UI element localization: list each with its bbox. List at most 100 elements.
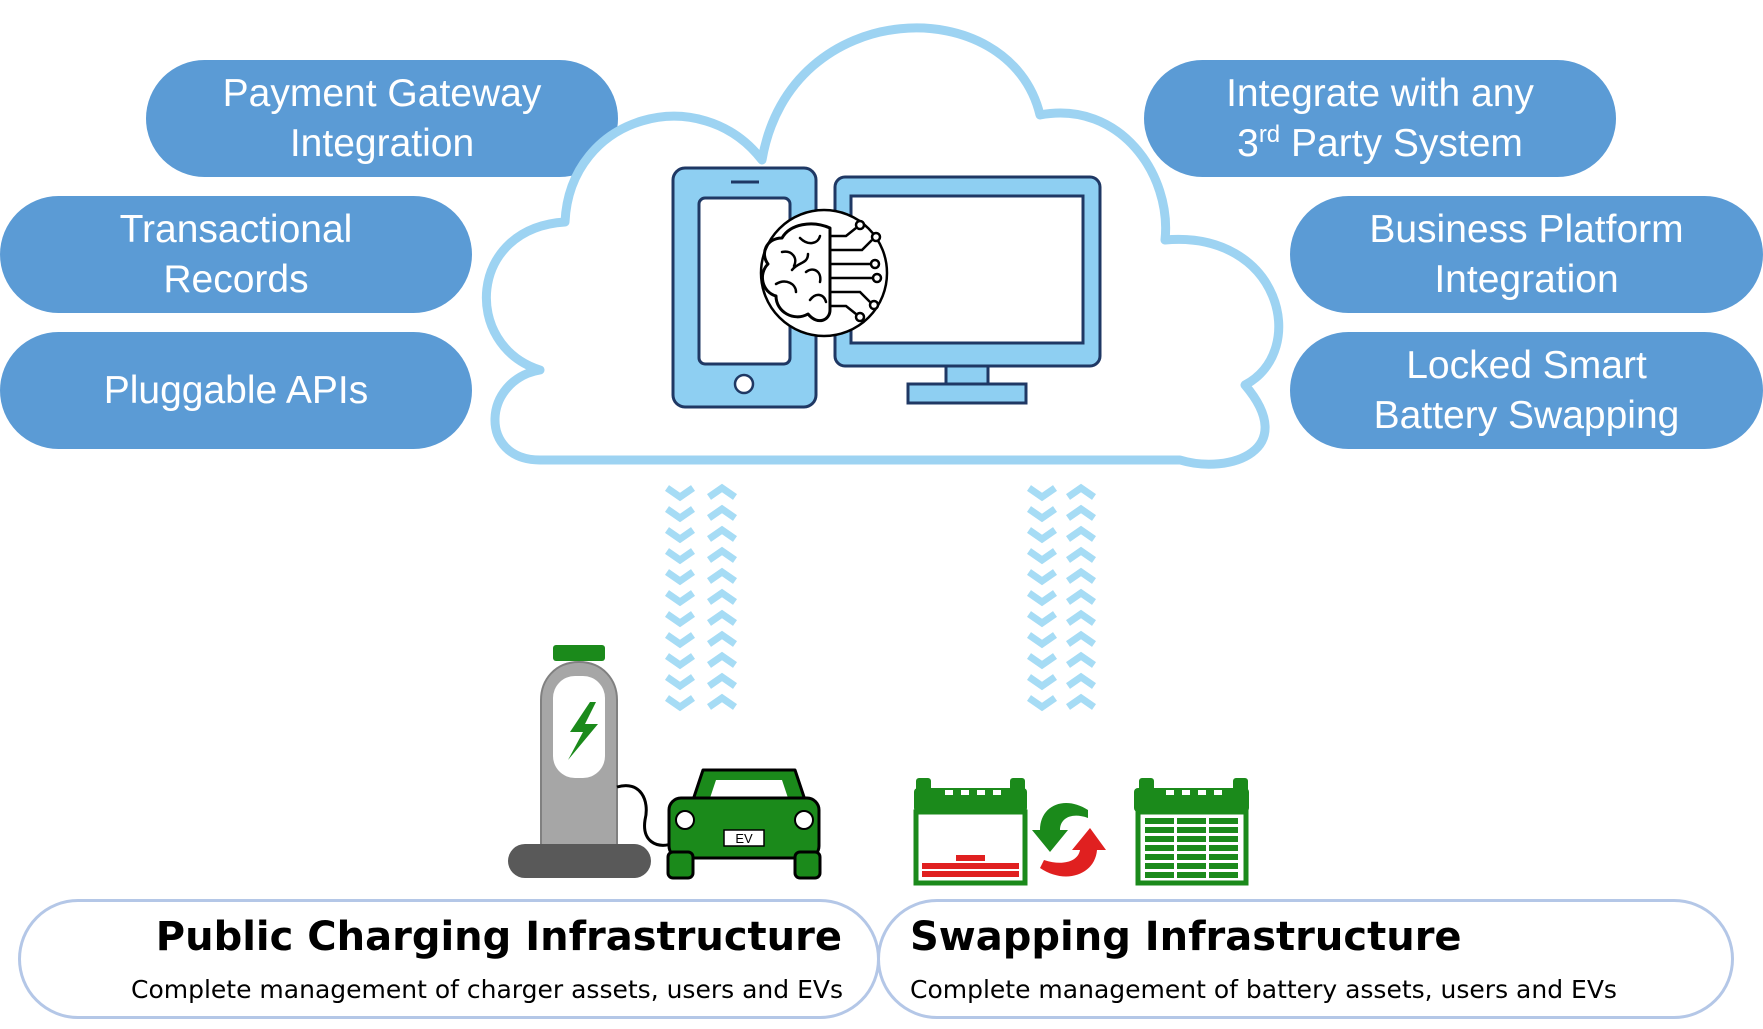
battery-cell (1209, 836, 1238, 842)
flow-chevron (707, 693, 737, 710)
ordinal-suffix: rd (1258, 120, 1281, 148)
flow-chevron (665, 590, 695, 607)
feature-pluggable-apis: Pluggable APIs (0, 332, 472, 449)
flow-chevron (707, 630, 737, 647)
monitor-icon (833, 175, 1102, 405)
charging-infrastructure-title: Public Charging Infrastructure (155, 914, 842, 960)
flow-chevron (665, 569, 695, 586)
flow-chevron (1027, 506, 1057, 523)
feature-line: Battery Swapping (1373, 393, 1680, 437)
feature-third-party-integration: Integrate with any 3rd Party System (1144, 60, 1616, 177)
flow-chevron (1066, 630, 1096, 647)
flow-chevron (665, 674, 695, 691)
battery-cell (1177, 872, 1206, 878)
flow-chevron (1027, 653, 1057, 670)
flow-chevron (1027, 569, 1057, 586)
flow-chevron (707, 567, 737, 584)
swapping-infrastructure-box (877, 899, 1734, 1019)
flow-chevron (665, 632, 695, 649)
feature-line: 3rd Party System (1237, 119, 1523, 169)
battery-cell (1177, 827, 1206, 833)
feature-payment-gateway: Payment Gateway Integration (146, 60, 618, 177)
flow-chevron (1027, 548, 1057, 565)
battery-cell (1177, 836, 1206, 842)
feature-line: Locked Smart (1406, 343, 1647, 387)
flow-chevron (665, 548, 695, 565)
battery-cell (1145, 854, 1174, 860)
battery-cell (1145, 836, 1174, 842)
battery-empty-icon (913, 778, 1028, 886)
flow-chevron (1066, 546, 1096, 563)
flow-chevron (1027, 590, 1057, 607)
feature-line-rest: Party System (1280, 121, 1523, 165)
flow-chevron (665, 695, 695, 712)
battery-cell (1209, 863, 1238, 869)
flow-chevron (707, 588, 737, 605)
flow-chevron (1066, 651, 1096, 668)
feature-line: Integrate with any (1226, 71, 1534, 115)
flow-chevron (1066, 588, 1096, 605)
flow-chevron (1027, 611, 1057, 628)
battery-cell (1177, 854, 1206, 860)
battery-cell (1145, 863, 1174, 869)
feature-line: Business Platform (1369, 207, 1684, 251)
flow-chevron (1027, 674, 1057, 691)
flow-chevron (707, 609, 737, 626)
flow-chevron (1066, 567, 1096, 584)
flow-chevron (1066, 483, 1096, 500)
battery-cell (1145, 818, 1174, 824)
flow-chevron (665, 611, 695, 628)
feature-line: Transactional (119, 207, 353, 251)
battery-cell (1177, 863, 1206, 869)
charging-station-icon (508, 645, 676, 878)
feature-business-platform: Business Platform Integration (1290, 196, 1763, 313)
flow-chevron (707, 546, 737, 563)
flow-chevron (1027, 527, 1057, 544)
battery-cell (1209, 818, 1238, 824)
flow-chevron (707, 525, 737, 542)
battery-cell (1209, 872, 1238, 878)
charging-infrastructure-subtitle: Complete management of charger assets, u… (131, 975, 843, 1004)
flow-chevron (1066, 609, 1096, 626)
battery-cell (1209, 845, 1238, 851)
feature-line: Integration (1434, 257, 1619, 301)
flow-chevron (1027, 632, 1057, 649)
flow-chevron (665, 506, 695, 523)
flow-chevron (707, 651, 737, 668)
flow-chevron (1066, 504, 1096, 521)
flow-chevron (665, 653, 695, 670)
battery-cell (1145, 845, 1174, 851)
flow-chevron (1066, 672, 1096, 689)
battery-cell (1209, 854, 1238, 860)
flow-chevron (665, 527, 695, 544)
flow-chevron (1027, 695, 1057, 712)
charging-infrastructure-box (18, 899, 880, 1019)
flow-chevron (707, 483, 737, 500)
flow-chevron (707, 504, 737, 521)
electric-car-icon: EV (666, 768, 822, 880)
battery-cell (1209, 827, 1238, 833)
ai-brain-icon (759, 208, 889, 338)
flow-chevron (707, 672, 737, 689)
feature-transactional-records: Transactional Records (0, 196, 472, 313)
feature-line: Records (163, 257, 309, 301)
data-flow-arrows-icon (665, 483, 1096, 712)
feature-line: Integration (289, 121, 475, 165)
feature-locked-smart-battery: Locked Smart Battery Swapping (1290, 332, 1763, 449)
swapping-infrastructure-subtitle: Complete management of battery assets, u… (910, 975, 1617, 1004)
car-plate-text: EV (735, 831, 753, 846)
battery-cell (1177, 818, 1206, 824)
flow-chevron (1066, 525, 1096, 542)
battery-full-icon (1134, 778, 1249, 886)
battery-cell (1145, 827, 1174, 833)
ordinal-number: 3 (1237, 121, 1259, 165)
battery-cell (1145, 872, 1174, 878)
swap-arrows-icon (1032, 802, 1106, 877)
feature-line: Payment Gateway (222, 71, 542, 115)
feature-line: Pluggable APIs (103, 368, 369, 412)
flow-chevron (1027, 485, 1057, 502)
flow-chevron (1066, 693, 1096, 710)
flow-chevron (665, 485, 695, 502)
swapping-infrastructure-title: Swapping Infrastructure (910, 914, 1462, 960)
